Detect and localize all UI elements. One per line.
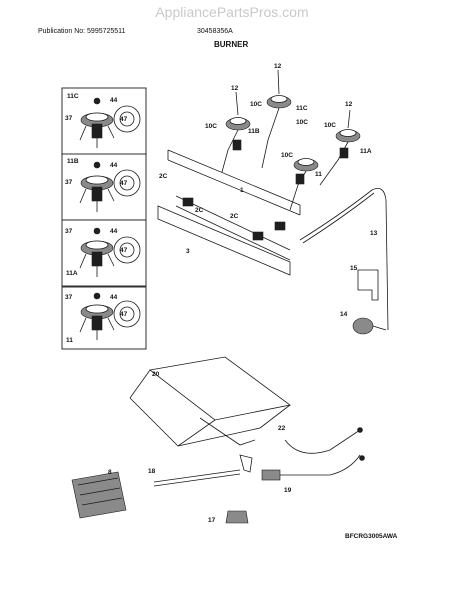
callout-17: 17 <box>208 517 216 524</box>
label-37: 37 <box>65 294 73 301</box>
lower-assembly <box>71 356 365 524</box>
inset-11c[interactable]: 11C 44 37 47 <box>61 87 147 157</box>
callout-10c: 10C <box>250 101 262 108</box>
publication-number: Publication No: 5995725511 <box>38 28 126 35</box>
valve-icon <box>79 292 115 340</box>
inset-11b[interactable]: 11B 44 37 47 <box>61 153 147 221</box>
manifold-assembly <box>157 69 389 335</box>
label-47: 47 <box>120 180 128 187</box>
screw-icon <box>93 227 101 235</box>
valve-icon <box>79 161 115 212</box>
valve-icon <box>79 97 115 148</box>
callout-18: 18 <box>148 468 156 475</box>
callout-3: 3 <box>186 248 190 255</box>
spark-module-icon <box>261 469 281 481</box>
callout-2c: 2C <box>159 173 168 180</box>
callout-12: 12 <box>345 101 353 108</box>
label-11c: 11C <box>67 93 79 100</box>
callout-10c: 10C <box>205 123 217 130</box>
callout-12: 12 <box>274 63 282 70</box>
igniter-icon <box>225 510 249 524</box>
label-37: 37 <box>65 115 73 122</box>
callout-11c: 11C <box>296 105 308 112</box>
label-47: 47 <box>120 311 128 318</box>
callout-19: 19 <box>284 487 292 494</box>
callout-11: 11 <box>315 171 322 178</box>
callout-15: 15 <box>350 265 358 272</box>
callout-11a: 11A <box>360 148 372 155</box>
callout-1: 1 <box>240 187 244 194</box>
callout-12: 12 <box>231 85 239 92</box>
screw-icon <box>93 292 101 300</box>
knob-insert-icon <box>113 236 141 264</box>
callout-20: 20 <box>152 371 160 378</box>
model-number: 30458356A <box>197 28 233 35</box>
callout-10c: 10C <box>281 152 293 159</box>
valve-icon <box>79 227 115 277</box>
label-37: 37 <box>65 228 73 235</box>
inset-11[interactable]: 37 44 47 11 <box>61 286 147 350</box>
label-11b: 11B <box>67 158 79 165</box>
callout-2c: 2C <box>195 207 204 214</box>
knob-insert-icon <box>113 105 141 133</box>
callout-13: 13 <box>370 230 378 237</box>
screw-icon <box>93 161 101 169</box>
burner-head-icon <box>225 95 361 172</box>
knob-insert-icon <box>113 300 141 328</box>
inset-11a[interactable]: 44 37 47 11A <box>61 219 147 287</box>
callout-22: 22 <box>278 425 286 432</box>
label-44: 44 <box>110 162 118 169</box>
callout-8: 8 <box>108 469 112 476</box>
label-44: 44 <box>110 228 118 235</box>
callout-10c: 10C <box>296 119 308 126</box>
label-44: 44 <box>110 97 118 104</box>
label-47: 47 <box>120 247 128 254</box>
watermark: AppliancePartsPros.com <box>155 4 309 20</box>
regulator-icon <box>352 317 374 335</box>
screw-icon <box>93 97 101 105</box>
callouts: 12 12 12 10C 10C 10C 10C 10C 11C 11B 11 … <box>108 63 378 524</box>
label-47: 47 <box>120 116 128 123</box>
callout-14: 14 <box>340 311 348 318</box>
label-11a: 11A <box>66 270 78 277</box>
label-11: 11 <box>66 337 73 344</box>
figure-code: BFCRG3005AWA <box>345 533 398 540</box>
label-37: 37 <box>65 179 73 186</box>
callout-11b: 11B <box>248 128 260 135</box>
knob-insert-icon <box>113 169 141 197</box>
callout-10c: 10C <box>324 122 336 129</box>
section-title: BURNER <box>214 40 249 49</box>
label-44: 44 <box>110 294 118 301</box>
callout-2c: 2C <box>230 213 239 220</box>
